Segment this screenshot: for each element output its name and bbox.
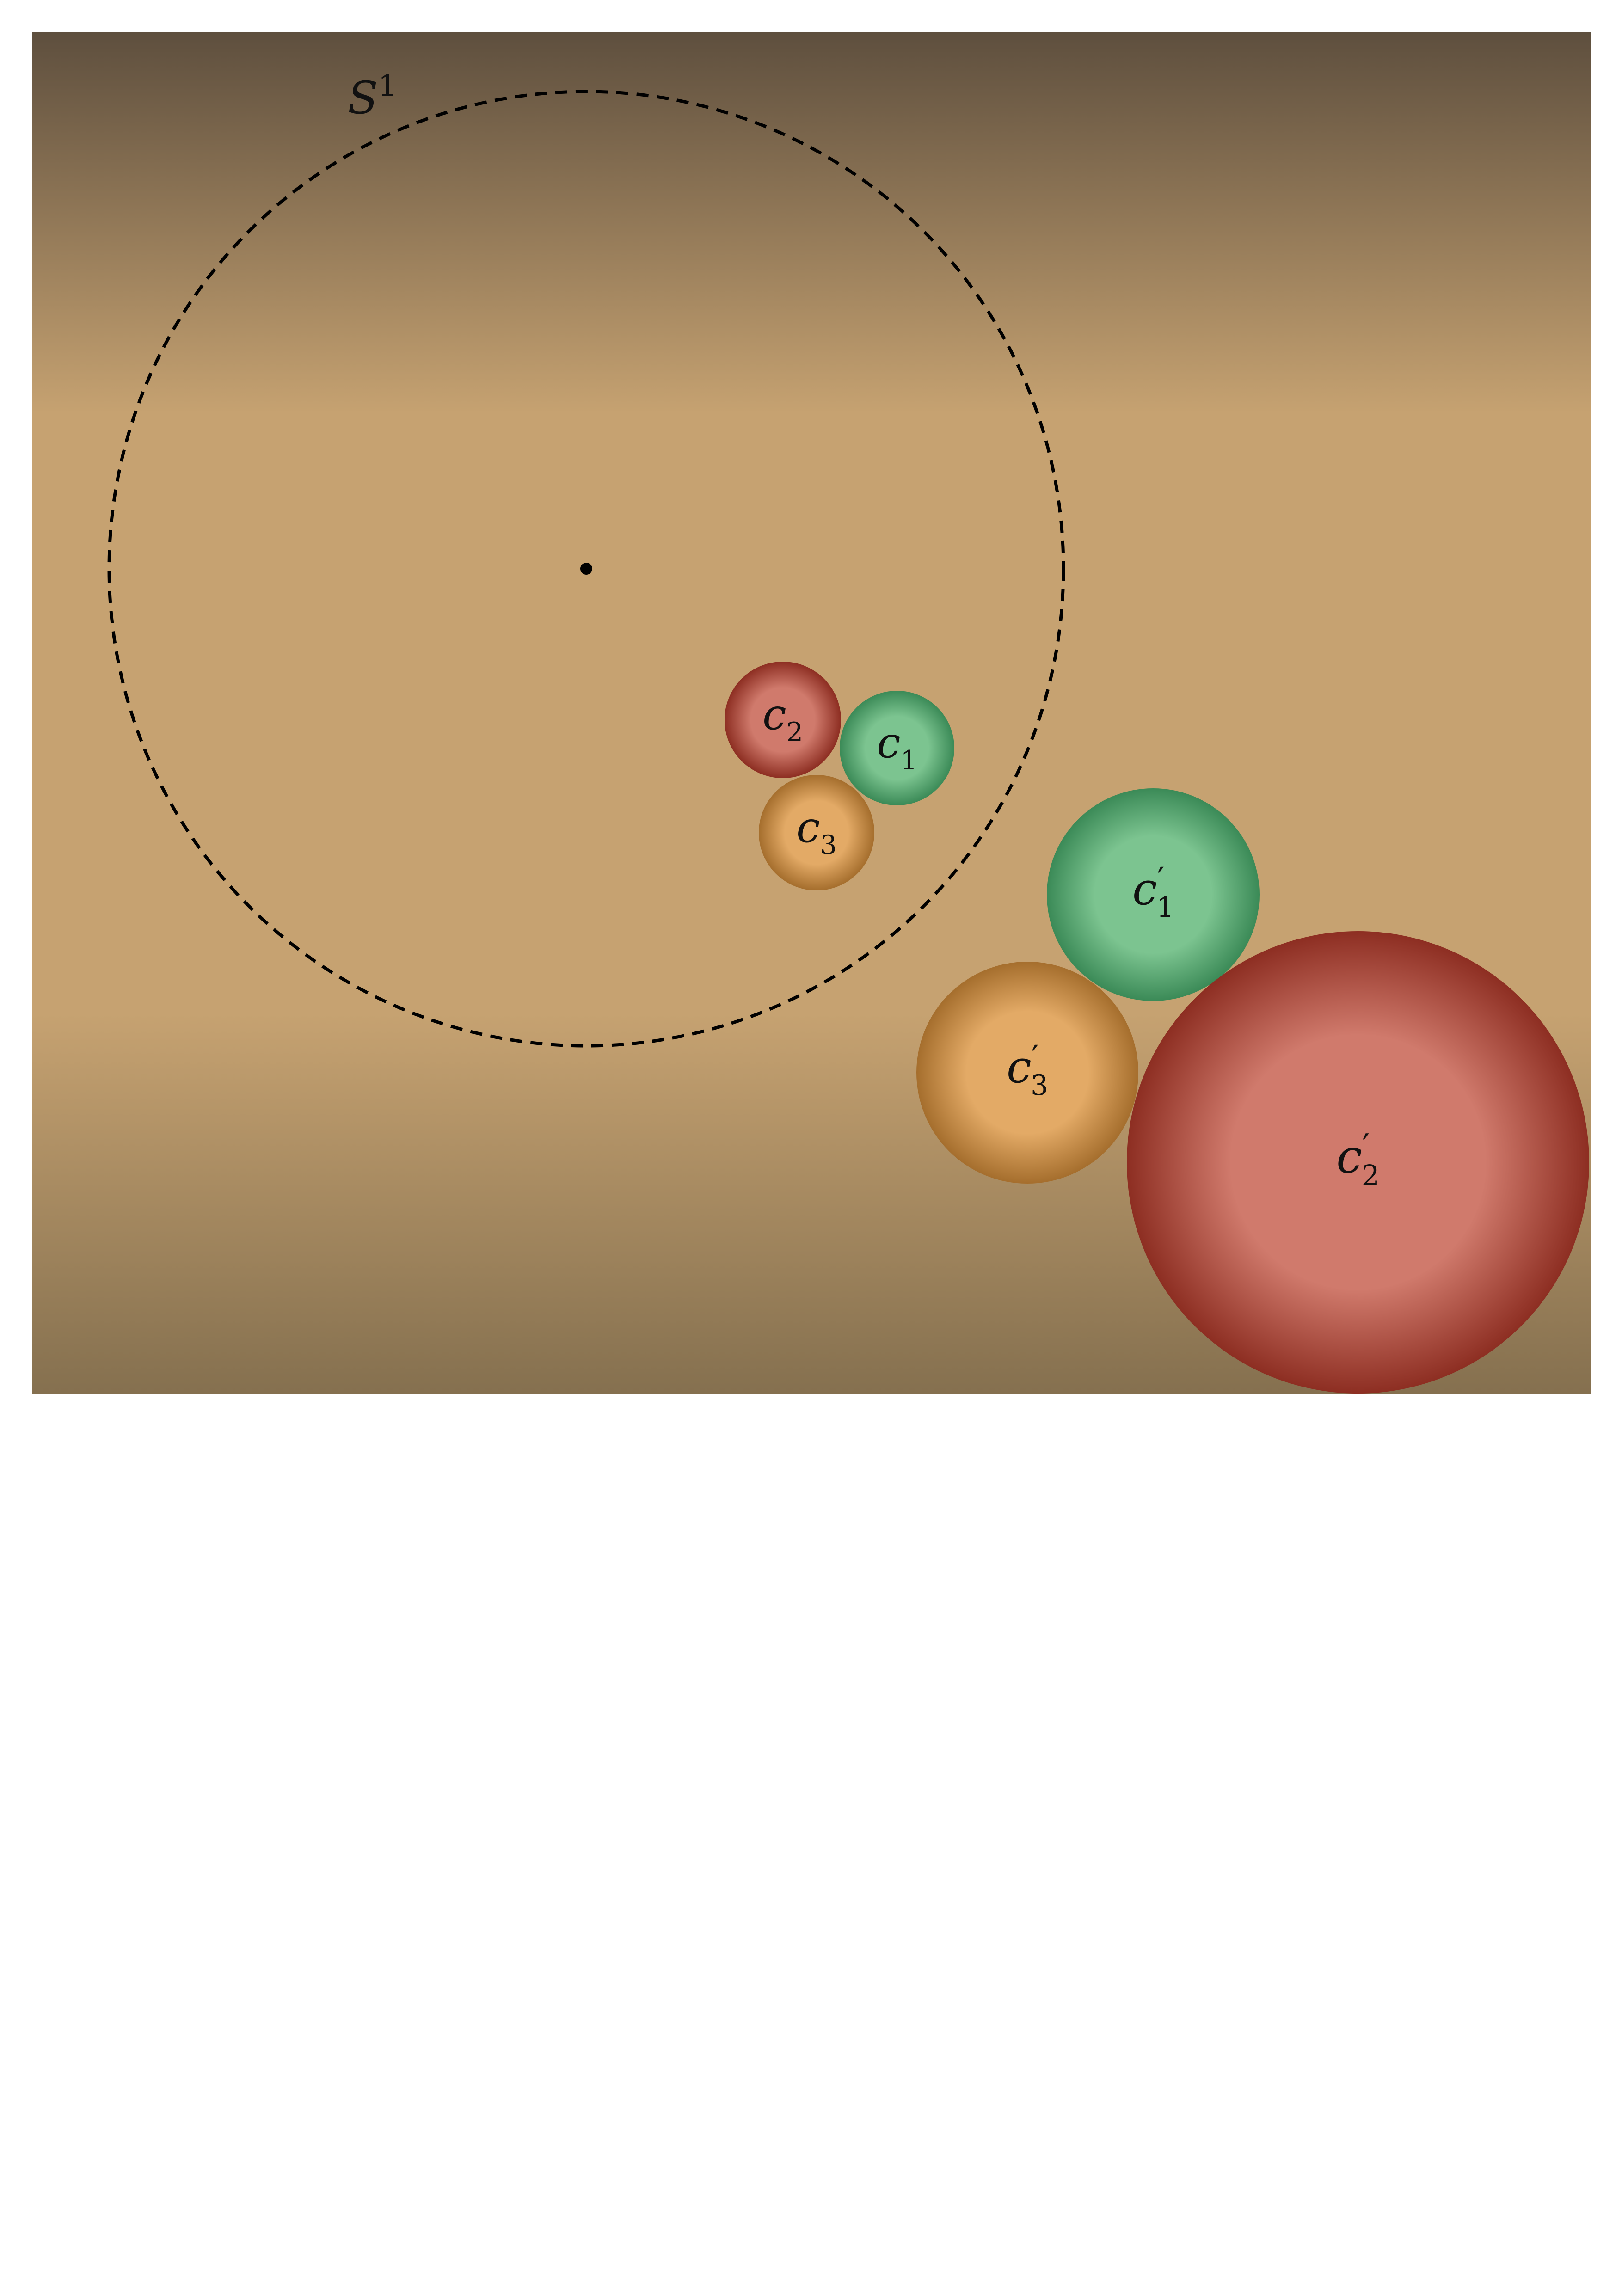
circle-c2p	[1127, 931, 1589, 1394]
circle-label-c2p: c′2	[1336, 1127, 1380, 1192]
circle-c1p	[1047, 788, 1260, 1001]
circle-c3	[759, 775, 874, 890]
circle-c2	[725, 662, 841, 778]
unit-circle-label: S1	[348, 69, 397, 124]
circle-label-c3: c3	[796, 803, 837, 860]
center-point	[580, 563, 592, 575]
unit-circle-s1	[107, 90, 1065, 1048]
circle-label-c1p: c′1	[1132, 861, 1174, 924]
circle-label-c2: c2	[762, 690, 803, 748]
circle-c1	[840, 691, 954, 805]
circle-c3p	[916, 962, 1138, 1184]
circle-label-c1: c1	[877, 718, 917, 776]
circle-label-c3p: c′3	[1007, 1039, 1048, 1102]
circles-layer: c1 c2 c3 c′1 c′3 c′2	[725, 662, 1589, 1394]
